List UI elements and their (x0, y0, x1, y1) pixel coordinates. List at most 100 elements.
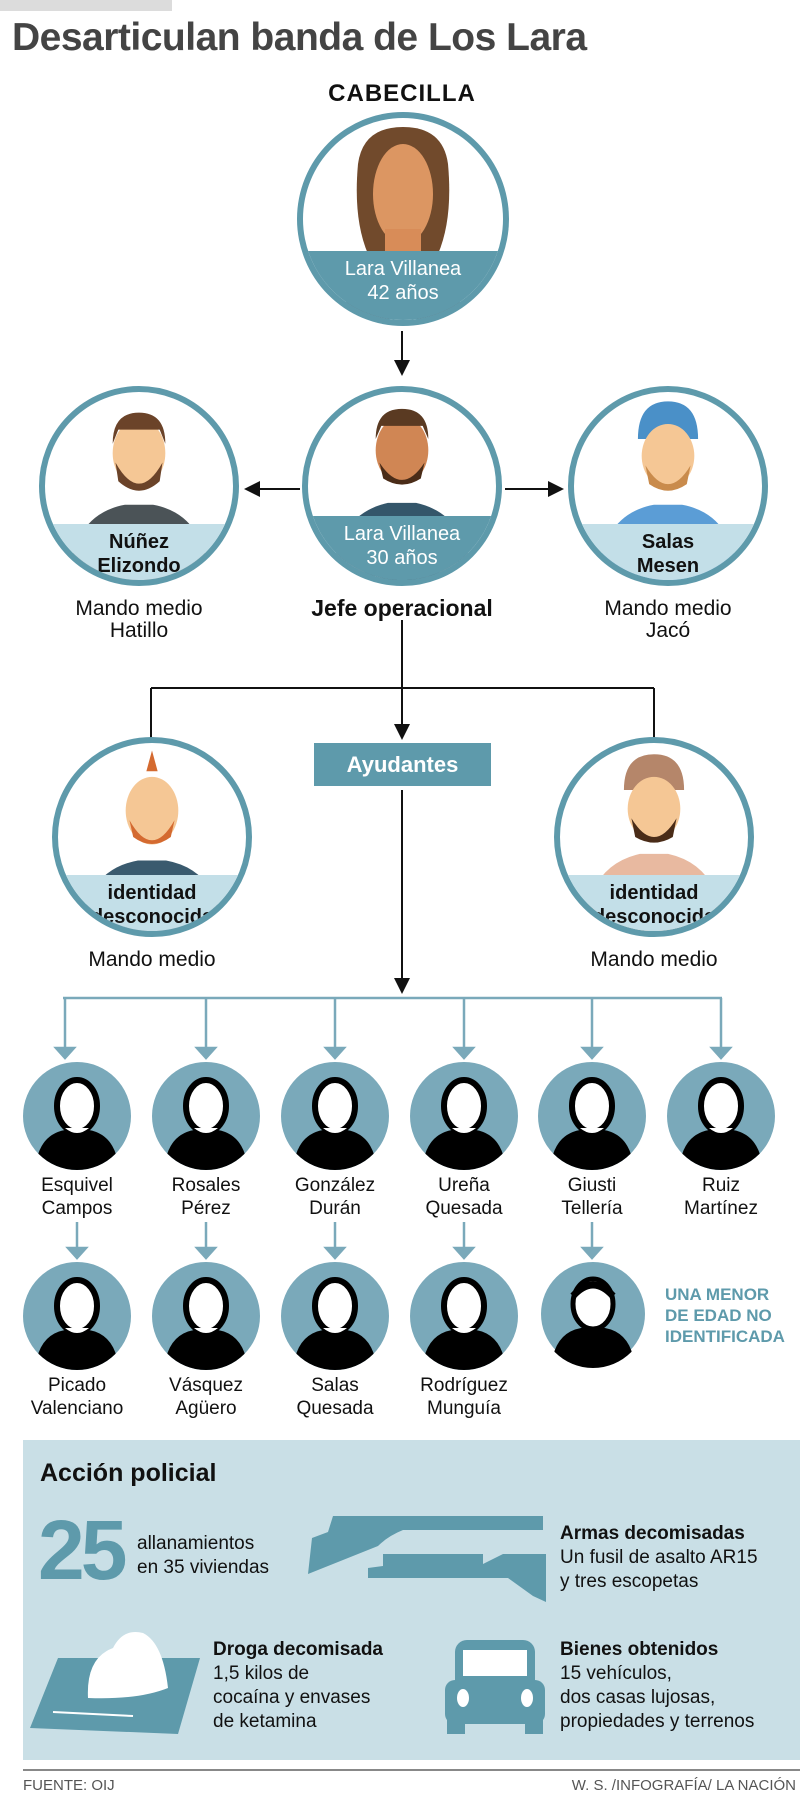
leader-age: 42 años (367, 282, 439, 305)
name-band: identidad desconocida (58, 874, 246, 931)
member-silhouette (23, 1062, 131, 1170)
member-name-line: Salas (311, 1375, 359, 1396)
arrow-to-member-head (53, 1046, 77, 1060)
drug-line: cocaína y envases (213, 1687, 371, 1708)
member-silhouette (281, 1262, 389, 1370)
raids-line: en 35 viviendas (137, 1557, 270, 1578)
role-text: Jacó (645, 619, 691, 642)
member-name-line: Ruiz (701, 1175, 740, 1196)
member-silhouette (152, 1262, 260, 1370)
drug-line: 1,5 kilos de (213, 1663, 310, 1684)
silhouette-icon (37, 1277, 117, 1370)
page-title: Desarticulan banda de Los Lara (12, 16, 587, 59)
raids-text: allanamientos en 35 viviendas (137, 1532, 269, 1580)
member-silhouette (667, 1062, 775, 1170)
arrow-to-member-head (452, 1046, 476, 1060)
assets-line: propiedades y terrenos (560, 1711, 755, 1732)
member-name-line: Quesada (425, 1198, 503, 1219)
person-name: identidad (609, 881, 699, 904)
member-silhouette (410, 1262, 518, 1370)
person-name: Núñez (109, 530, 169, 553)
silhouette-icon (37, 1077, 117, 1170)
portrait-unknown-right: identidad desconocida (554, 737, 754, 937)
arrow-to-successor-head (194, 1246, 218, 1260)
person-name: identidad (107, 881, 197, 904)
minor-line: UNA MENOR (665, 1285, 770, 1304)
name-band: Salas Mesen (574, 523, 762, 580)
raids-number: 25 (38, 1503, 127, 1597)
name-band: identidad desconocida (560, 874, 748, 931)
leader-portrait: Lara Villanea 42 años (297, 112, 509, 326)
silhouette-icon (295, 1277, 375, 1370)
portrait-salas-mesen: Salas Mesen (568, 386, 768, 586)
arrow-to-successor-head (323, 1246, 347, 1260)
silhouette-icon (424, 1277, 504, 1370)
car-icon (445, 1640, 545, 1734)
member-name-line: Agüero (175, 1398, 237, 1419)
member-name-line: Ureña (438, 1175, 490, 1196)
silhouette-icon (166, 1277, 246, 1370)
member-silhouette (281, 1062, 389, 1170)
person-name: Elizondo (97, 554, 181, 577)
member-name-line: Pérez (181, 1198, 231, 1219)
role-text: Hatillo (109, 619, 169, 642)
member-name-line: Campos (41, 1198, 113, 1219)
member-name-line: Tellería (561, 1198, 623, 1219)
drug-title: Droga decomisada (213, 1639, 383, 1660)
leader-heading: CABECILLA (328, 80, 476, 107)
role-text: Mando medio (604, 597, 732, 620)
minor-line: DE EDAD NO (665, 1306, 772, 1325)
portrait-unknown-left: identidad desconocida (52, 737, 252, 937)
person-name: Lara Villanea (343, 523, 461, 546)
minor-silhouette (539, 1260, 647, 1368)
person-name: desconocida (592, 905, 716, 928)
person-name: Mesen (636, 554, 700, 577)
police-heading: Acción policial (40, 1459, 217, 1487)
footer-source: FUENTE: OIJ (23, 1777, 115, 1794)
role-text: Mando medio (75, 597, 203, 620)
member-name-line: Rodríguez (420, 1375, 508, 1396)
female-silhouette-icon (541, 1262, 645, 1368)
member-name-line: Quesada (296, 1398, 374, 1419)
silhouette-icon (552, 1077, 632, 1170)
arrow-to-successor-head (452, 1246, 476, 1260)
member-silhouette (410, 1062, 518, 1170)
person-age: 30 años (366, 547, 438, 570)
portrait-chief: Lara Villanea 30 años (302, 386, 502, 586)
member-name-line: Durán (309, 1198, 361, 1219)
assets-line: dos casas lujosas, (560, 1687, 716, 1708)
person-name: Salas (641, 530, 695, 553)
member-name-line: Valenciano (30, 1398, 124, 1419)
arrow-to-successor-head (580, 1246, 604, 1260)
arrow-to-member-head (709, 1046, 733, 1060)
name-band: Lara Villanea 30 años (308, 516, 496, 580)
member-name-line: Martínez (684, 1198, 758, 1219)
role-chief: Jefe operacional (311, 595, 493, 621)
arrow-to-member-head (194, 1046, 218, 1060)
leader-name-band: Lara Villanea 42 años (303, 251, 503, 320)
guns-icon (308, 1516, 546, 1602)
drug-text: Droga decomisada 1,5 kilos de cocaína y en… (213, 1638, 383, 1734)
footer-divider (23, 1769, 800, 1771)
arms-line: Un fusil de asalto AR15 (560, 1547, 758, 1568)
footer-credit: W. S. /INFOGRAFÍA/ LA NACIÓN (571, 1777, 796, 1794)
member-silhouette (538, 1062, 646, 1170)
member-name-line: González (294, 1175, 376, 1196)
arrow-to-successor-head (65, 1246, 89, 1260)
assets-line: 15 vehículos, (560, 1663, 672, 1684)
leader-name: Lara Villanea (344, 258, 462, 281)
raids-line: allanamientos (137, 1533, 255, 1554)
silhouette-icon (166, 1077, 246, 1170)
role-unknown-right: Mando medio (590, 948, 718, 971)
cocaine-icon (30, 1632, 200, 1734)
top-bar (0, 0, 172, 11)
minor-label: UNA MENOR DE EDAD NO IDENTIFICADA (665, 1284, 785, 1347)
